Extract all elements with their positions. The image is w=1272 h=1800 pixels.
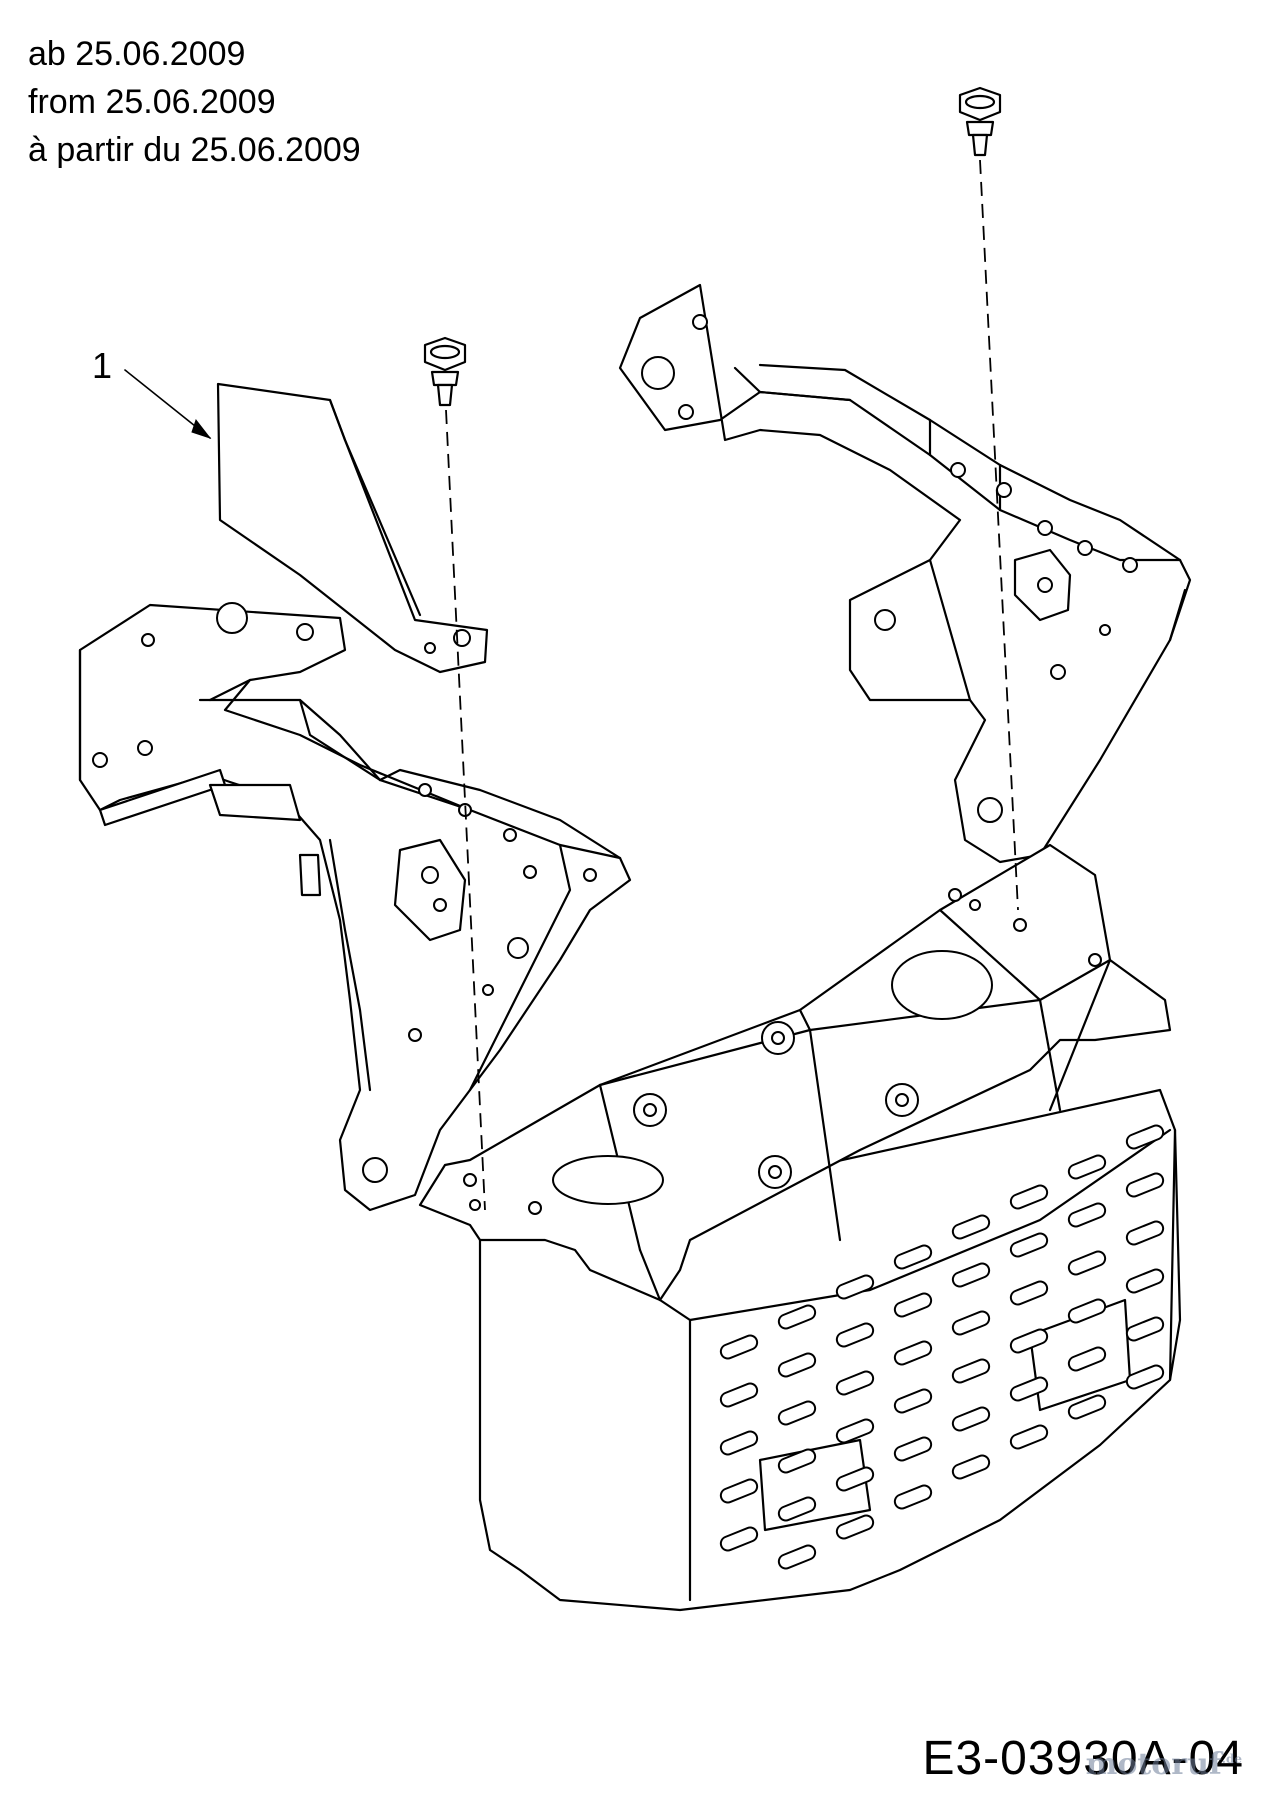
ventilation-slot xyxy=(893,1340,933,1366)
ventilation-slot xyxy=(777,1544,817,1570)
ventilation-slot xyxy=(1009,1232,1049,1258)
left-support-bracket xyxy=(78,602,632,1212)
drawing-number: E3-03930A-04 xyxy=(922,1732,1244,1785)
ventilation-slot xyxy=(951,1310,991,1336)
ventilation-slot xyxy=(893,1244,933,1270)
ventilation-slot xyxy=(1125,1268,1165,1294)
ventilation-slot xyxy=(835,1370,875,1396)
ventilation-slot xyxy=(1067,1202,1107,1228)
validity-line-de: ab 25.06.2009 xyxy=(28,35,246,73)
ventilation-slot xyxy=(719,1478,759,1504)
ventilation-slot xyxy=(777,1304,817,1330)
ventilation-slot xyxy=(1125,1364,1165,1390)
validity-note: ab 25.06.2009 from 25.06.2009 à partir d… xyxy=(28,30,361,174)
callout-number: 1 xyxy=(92,345,112,386)
ventilation-slot xyxy=(1067,1298,1107,1324)
ventilation-slot xyxy=(951,1214,991,1240)
assembly-line-right xyxy=(979,159,1019,911)
watermark-brand: motoruf xyxy=(1085,1747,1222,1782)
ventilation-slot xyxy=(1125,1316,1165,1342)
ventilation-slot xyxy=(1067,1250,1107,1276)
ventilation-slot xyxy=(777,1400,817,1426)
ventilation-slot xyxy=(951,1454,991,1480)
ventilation-slot xyxy=(835,1322,875,1348)
ventilation-slot xyxy=(1067,1346,1107,1372)
assembly-line-left xyxy=(445,409,486,1211)
ventilation-slot xyxy=(1009,1424,1049,1450)
ventilation-slot xyxy=(893,1436,933,1462)
ventilation-slot xyxy=(951,1358,991,1384)
ventilation-slot xyxy=(719,1526,759,1552)
ventilation-slot xyxy=(777,1448,817,1474)
ventilation-slot xyxy=(1125,1124,1165,1150)
ventilation-slot xyxy=(835,1274,875,1300)
ventilation-slot xyxy=(893,1292,933,1318)
ventilation-slot xyxy=(835,1418,875,1444)
ventilation-slot xyxy=(1009,1376,1049,1402)
bolt-left xyxy=(423,336,467,407)
ventilation-slot xyxy=(835,1514,875,1540)
ventilation-slot xyxy=(777,1352,817,1378)
ventilation-slot xyxy=(951,1406,991,1432)
validity-line-fr: à partir du 25.06.2009 xyxy=(28,131,361,169)
ventilation-slot xyxy=(1009,1280,1049,1306)
right-support-bracket xyxy=(618,283,1192,864)
ventilation-slot xyxy=(1125,1172,1165,1198)
base-box xyxy=(418,843,1182,1612)
ventilation-slot xyxy=(719,1334,759,1360)
ventilation-slot xyxy=(1125,1220,1165,1246)
ventilation-slots xyxy=(719,1124,1165,1570)
shield-plate xyxy=(216,382,489,674)
callout-1: 1 xyxy=(92,345,212,439)
ventilation-slot xyxy=(951,1262,991,1288)
watermark: motoruf.de xyxy=(1086,1747,1242,1782)
validity-line-en: from 25.06.2009 xyxy=(28,83,276,121)
ventilation-slot xyxy=(893,1388,933,1414)
ventilation-slot xyxy=(1009,1328,1049,1354)
ventilation-slot xyxy=(719,1382,759,1408)
ventilation-slot xyxy=(1067,1394,1107,1420)
ventilation-slot xyxy=(893,1484,933,1510)
ventilation-slot xyxy=(1067,1154,1107,1180)
ventilation-slot xyxy=(1009,1184,1049,1210)
watermark-suffix: .de xyxy=(1221,1752,1242,1766)
ventilation-slot xyxy=(719,1430,759,1456)
ventilation-slot xyxy=(835,1466,875,1492)
bolt-right xyxy=(958,86,1002,157)
ventilation-slot xyxy=(777,1496,817,1522)
